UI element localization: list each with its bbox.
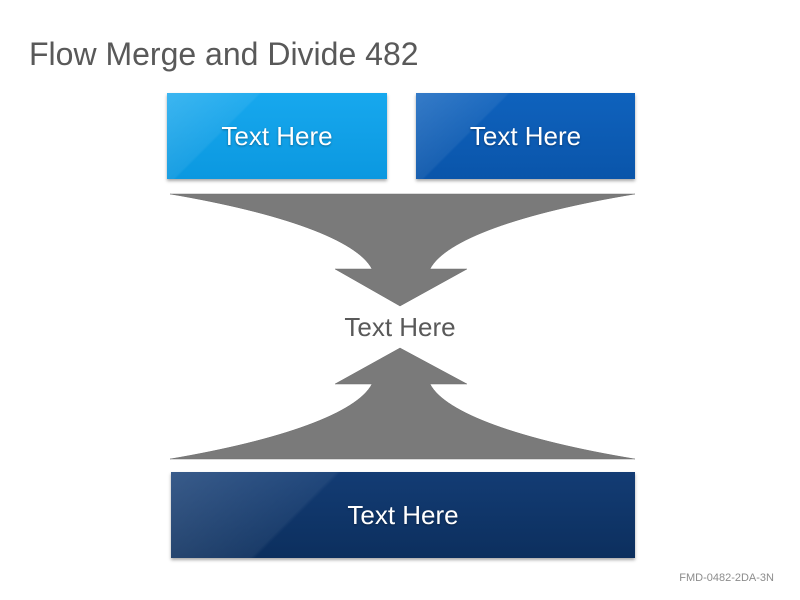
top-left-box: Text Here — [167, 93, 387, 179]
top-right-box-label: Text Here — [469, 120, 582, 151]
bottom-box-label: Text Here — [347, 499, 459, 530]
merge-arrow-down — [169, 193, 636, 307]
divide-arrow-up — [169, 347, 636, 460]
center-label: Text Here — [344, 312, 456, 342]
footer-code: FMD-0482-2DA-3N — [679, 572, 774, 584]
slide-title: Flow Merge and Divide 482 — [29, 36, 419, 72]
top-left-box-label: Text Here — [221, 120, 333, 151]
bottom-box: Text Here — [171, 472, 635, 558]
top-right-box: Text Here — [416, 93, 635, 179]
